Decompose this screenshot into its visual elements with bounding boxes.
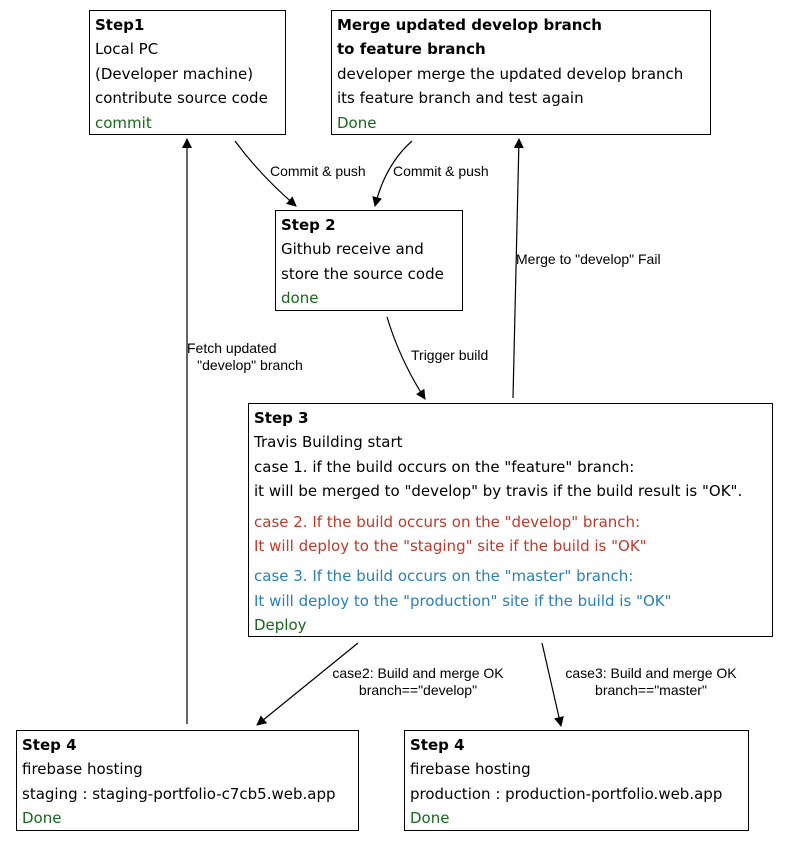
step4-staging-box: Step 4 firebase hosting staging : stagin… (16, 730, 359, 831)
arrow-step3-to-merge (512, 138, 524, 399)
step1-line: contribute source code (95, 89, 268, 108)
arrow-step3-to-staging (256, 642, 359, 726)
step3-line: Travis Building start (254, 433, 403, 452)
edge-label-commit-push-2: Commit & push (393, 163, 489, 179)
step3-status: Deploy (254, 616, 307, 635)
edge-label-case2-line: case2: Build and merge OK (332, 665, 504, 681)
step4-staging-status: Done (22, 809, 62, 828)
step1-line: (Developer machine) (95, 64, 254, 83)
step4-production-title: Step 4 (410, 736, 465, 754)
edge-label-trigger-build: Trigger build (411, 347, 489, 363)
step3-box: Step 3 Travis Building start case 1. if … (248, 403, 773, 637)
merge-line: developer merge the updated develop bran… (337, 64, 684, 83)
edge-label-case3-line: branch=="master" (595, 682, 707, 698)
step3-title: Step 3 (254, 409, 309, 427)
edge-label-commit-push-1: Commit & push (270, 163, 366, 179)
merge-box: Merge updated develop branch to feature … (331, 10, 711, 135)
step4-production-line: production : production-portfolio.web.ap… (410, 784, 723, 803)
step4-production-status: Done (410, 809, 450, 828)
step4-production-line: firebase hosting (410, 760, 531, 779)
step2-box: Step 2 Github receive and store the sour… (275, 210, 463, 311)
step1-title: Step1 (95, 16, 145, 34)
arrow-step1-to-step2 (234, 140, 297, 207)
step1-line: Local PC (95, 40, 159, 59)
step3-case1-line: it will be merged to "develop" by travis… (254, 482, 743, 501)
step1-status: commit (95, 113, 152, 132)
arrow-step2-to-step3 (386, 316, 426, 400)
edge-label-case3: case3: Build and merge OK branch=="maste… (549, 665, 753, 699)
merge-title: Merge updated develop branch (337, 16, 602, 34)
edge-label-fetch-line: Fetch updated (187, 340, 277, 356)
step4-staging-title: Step 4 (22, 736, 77, 754)
step4-staging-line: firebase hosting (22, 760, 143, 779)
edge-label-merge-fail: Merge to "develop" Fail (516, 251, 661, 267)
edge-label-case3-line: case3: Build and merge OK (565, 665, 737, 681)
edge-label-case2-line: branch=="develop" (358, 682, 478, 698)
merge-line: its feature branch and test again (337, 89, 584, 108)
step3-case2-line: case 2. If the build occurs on the "deve… (254, 512, 641, 531)
arrow-step3-to-production (541, 642, 564, 727)
edge-label-case2: case2: Build and merge OK branch=="devel… (316, 665, 520, 699)
step2-line: Github receive and (281, 240, 424, 259)
step3-case3-line: case 3. If the build occurs on the "mast… (254, 567, 634, 586)
step1-box: Step1 Local PC (Developer machine) contr… (89, 10, 286, 135)
step2-status: done (281, 289, 319, 308)
step4-production-box: Step 4 firebase hosting production : pro… (404, 730, 749, 831)
merge-title: to feature branch (337, 40, 486, 59)
step4-staging-line: staging : staging-portfolio-c7cb5.web.ap… (22, 784, 336, 803)
arrow-merge-to-step2 (372, 140, 413, 207)
edge-label-fetch-line: "develop" branch (197, 357, 303, 373)
step3-case2-line: It will deploy to the "staging" site if … (254, 536, 647, 555)
step2-line: store the source code (281, 264, 444, 283)
step3-case1-line: case 1. if the build occurs on the "feat… (254, 457, 635, 476)
step3-case3-line: It will deploy to the "production" site … (254, 591, 672, 610)
step2-title: Step 2 (281, 216, 336, 234)
edge-label-fetch-develop: Fetch updated "develop" branch (182, 340, 318, 374)
merge-status: Done (337, 113, 377, 132)
